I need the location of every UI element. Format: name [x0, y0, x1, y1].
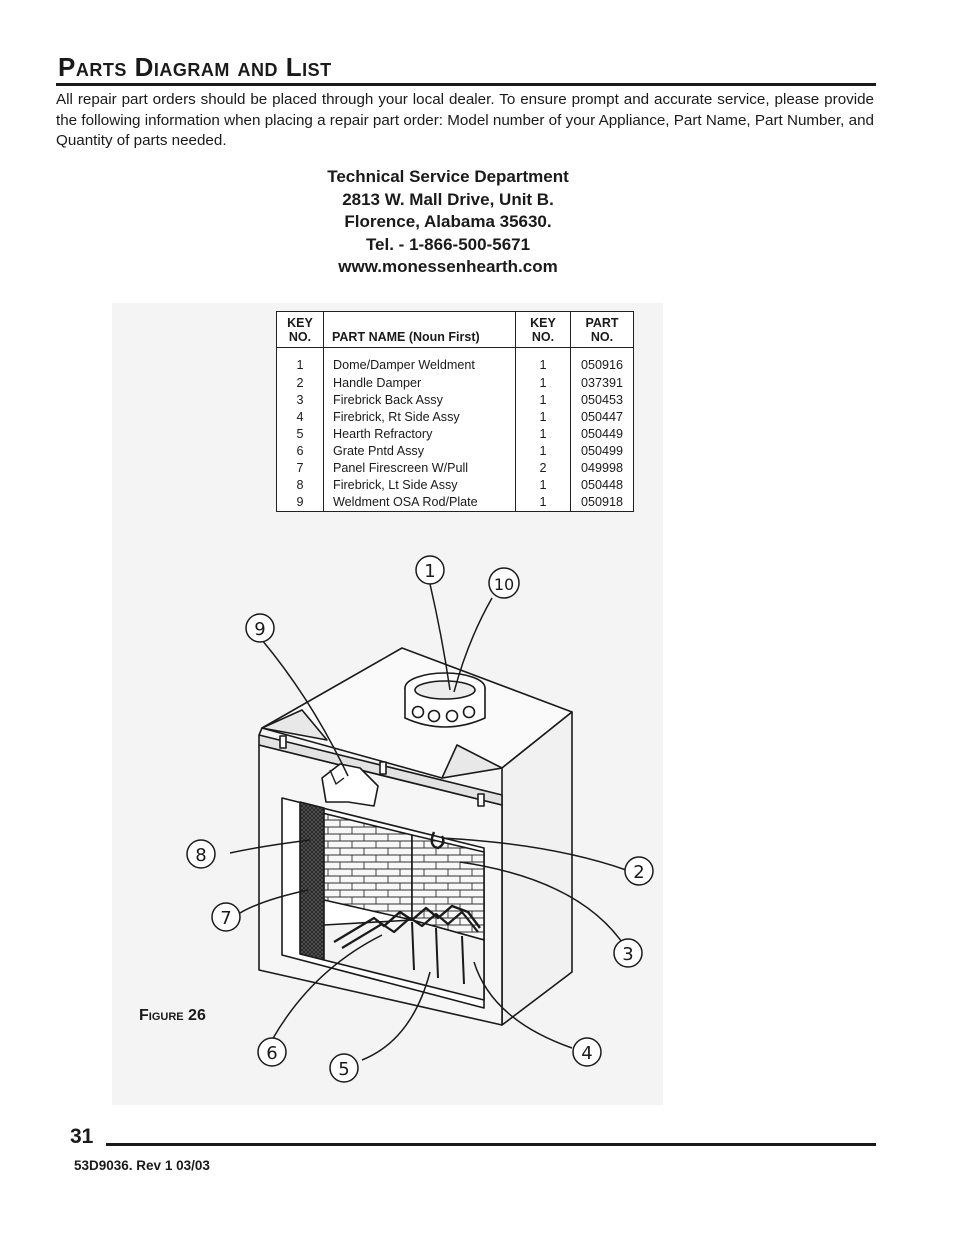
callout-2: 2 — [624, 856, 654, 886]
key-cell: 7 — [276, 459, 324, 477]
service-address: Technical Service Department 2813 W. Mal… — [248, 166, 648, 279]
part-no-cell: 050918 — [580, 494, 624, 509]
callout-1-label: 1 — [424, 561, 435, 582]
part-name-cell: Firebrick, Lt Side Assy — [323, 476, 516, 494]
parts-table: KEY NO. PART NAME (Noun First) KEY NO. P… — [276, 311, 634, 512]
callout-5: 5 — [329, 1053, 359, 1083]
key-cell: 8 — [276, 476, 324, 494]
page-title: Parts Diagram and List — [58, 52, 332, 82]
phone-number: Tel. - 1-866-500-5671 — [365, 234, 531, 254]
figure-caption: Figure 26 — [139, 1007, 206, 1024]
qty-cell: 1 — [515, 442, 571, 460]
part-name-cell: Handle Damper — [323, 374, 516, 392]
fireplace-parts-diagram: 1 10 9 8 7 2 3 6 — [186, 555, 654, 1083]
callout-8: 8 — [186, 839, 216, 869]
part-no-cell: 037391 — [580, 375, 624, 390]
table-row: 5 Hearth Refractory 1 050449 — [276, 425, 634, 443]
part-no-cell: 049998 — [580, 460, 624, 475]
callout-7: 7 — [211, 902, 241, 932]
key-cell: 2 — [276, 374, 324, 392]
table-row: 9 Weldment OSA Rod/Plate 1 050918 — [276, 493, 634, 512]
qty-cell: 1 — [515, 493, 571, 512]
qty-cell: 1 — [515, 374, 571, 392]
header-key-no: KEY NO. — [276, 311, 324, 348]
key-cell: 3 — [276, 391, 324, 409]
department-name: Technical Service Department — [327, 167, 569, 186]
table-row: 2 Handle Damper 1 037391 — [276, 374, 634, 392]
part-name-cell: Panel Firescreen W/Pull — [323, 459, 516, 477]
part-name-cell: Weldment OSA Rod/Plate — [323, 493, 516, 512]
qty-cell: 1 — [515, 347, 571, 375]
callout-7-label: 7 — [220, 908, 231, 929]
table-row: 4 Firebrick, Rt Side Assy 1 050447 — [276, 408, 634, 426]
city-address: Florence, Alabama 35630. — [344, 212, 552, 232]
table-row: 6 Grate Pntd Assy 1 050499 — [276, 442, 634, 460]
qty-cell: 2 — [515, 459, 571, 477]
part-name-cell: Dome/Damper Weldment — [323, 347, 516, 375]
street-address: 2813 W. Mall Drive, Unit B. — [342, 189, 554, 209]
part-name-cell: Firebrick Back Assy — [323, 391, 516, 409]
callout-3-label: 3 — [622, 944, 633, 965]
table-row: 7 Panel Firescreen W/Pull 2 049998 — [276, 459, 634, 477]
header-part-no: PART NO. — [570, 311, 634, 348]
part-no-cell: 050916 — [580, 358, 624, 372]
header-part-name: PART NAME (Noun First) — [323, 311, 516, 348]
part-no-cell: 050447 — [580, 409, 624, 424]
callout-9: 9 — [245, 613, 275, 643]
key-cell: 4 — [276, 408, 324, 426]
qty-cell: 1 — [515, 408, 571, 426]
callout-6-label: 6 — [266, 1043, 277, 1064]
table-row: 1 Dome/Damper Weldment 1 050916 — [276, 347, 634, 375]
callout-5-label: 5 — [338, 1059, 349, 1080]
part-name-cell: Hearth Refractory — [323, 425, 516, 443]
page-number: 31 — [70, 1125, 94, 1148]
part-name-cell: Grate Pntd Assy — [323, 442, 516, 460]
intro-paragraph: All repair part orders should be placed … — [56, 91, 874, 149]
qty-cell: 1 — [515, 425, 571, 443]
callout-10: 10 — [488, 567, 520, 599]
key-cell: 6 — [276, 442, 324, 460]
callout-10-label: 10 — [494, 575, 514, 594]
callout-3: 3 — [613, 938, 643, 968]
callout-4: 4 — [572, 1037, 602, 1067]
qty-cell: 1 — [515, 476, 571, 494]
key-cell: 1 — [276, 347, 324, 375]
callout-8-label: 8 — [195, 845, 206, 866]
part-no-cell: 050449 — [580, 426, 624, 441]
callout-1: 1 — [415, 555, 445, 585]
part-no-cell: 050453 — [580, 392, 624, 407]
website-url: www.monessenhearth.com — [338, 257, 558, 277]
callout-4-label: 4 — [581, 1043, 592, 1064]
table-row: 3 Firebrick Back Assy 1 050453 — [276, 391, 634, 409]
key-cell: 9 — [276, 493, 324, 512]
table-row: 8 Firebrick, Lt Side Assy 1 050448 — [276, 476, 634, 494]
part-no-cell: 050448 — [580, 477, 624, 492]
part-name-cell: Firebrick, Rt Side Assy — [323, 408, 516, 426]
key-cell: 5 — [276, 425, 324, 443]
part-no-cell: 050499 — [580, 443, 624, 458]
footer-rule — [106, 1143, 876, 1146]
callout-2-label: 2 — [633, 862, 644, 883]
callout-6: 6 — [257, 1037, 287, 1067]
title-rule — [56, 83, 876, 86]
document-id: 53D9036. Rev 1 03/03 — [74, 1158, 210, 1173]
callout-9-label: 9 — [254, 619, 265, 640]
qty-cell: 1 — [515, 391, 571, 409]
header-qty-key-no: KEY NO. — [515, 311, 571, 348]
